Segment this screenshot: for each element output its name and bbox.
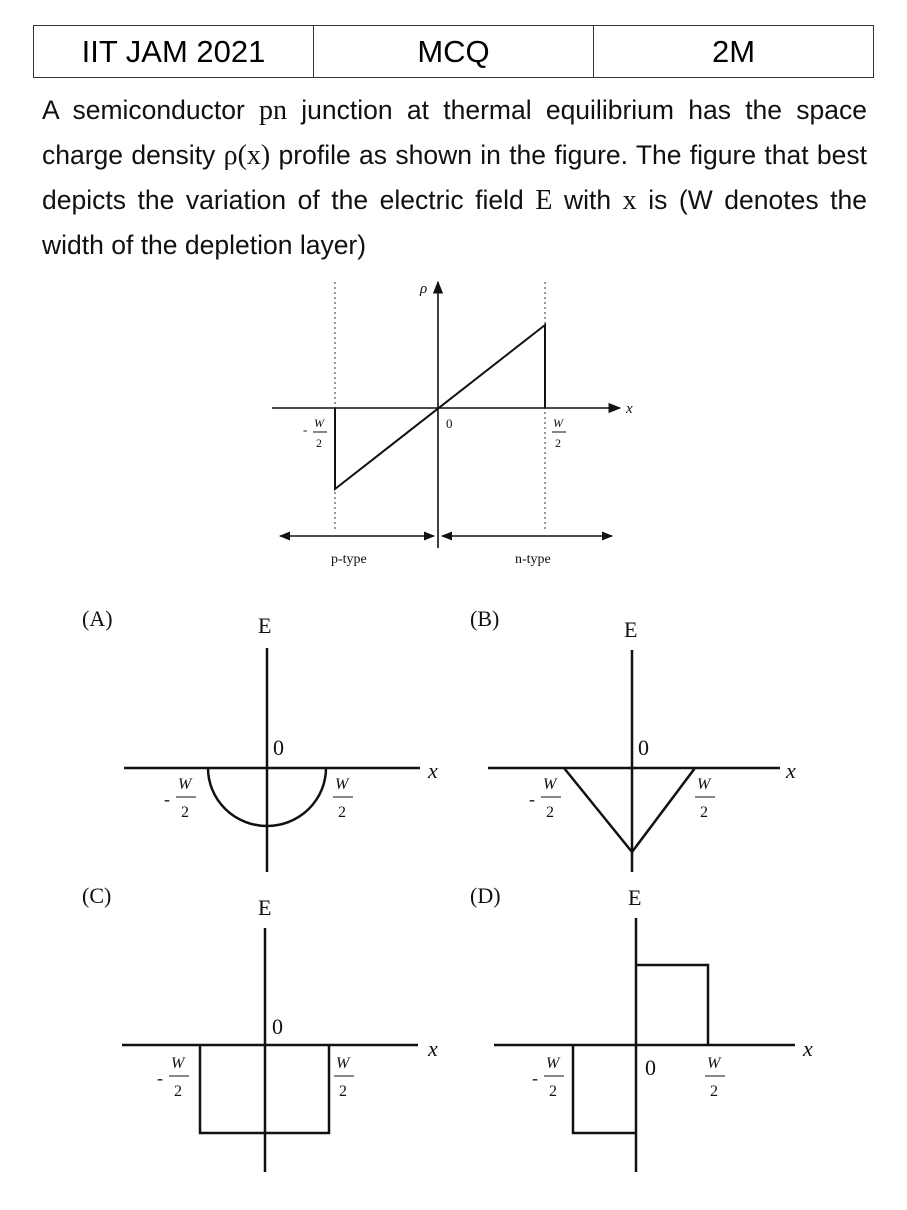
x-axis-label: x	[625, 401, 633, 417]
rho-axis-label: ρ	[419, 281, 427, 297]
header-table: IIT JAM 2021 MCQ 2M	[33, 25, 874, 78]
math-rho-x: ρ(x)	[223, 140, 271, 171]
option-a-left-two: 2	[181, 804, 189, 821]
option-a-left-w: W	[178, 776, 193, 793]
question-text-part: is (W denotes the width of the depletion…	[42, 185, 867, 260]
option-c-e-label: E	[258, 895, 271, 920]
option-b-origin-label: 0	[638, 735, 649, 760]
option-d-left-w: W	[546, 1055, 561, 1072]
right-two-label: 2	[555, 436, 561, 450]
option-d-e-label: E	[628, 885, 641, 910]
option-a-right-w: W	[335, 776, 350, 793]
option-d-x-label: x	[802, 1036, 813, 1061]
option-a-label: (A)	[82, 606, 113, 631]
option-c-left-two: 2	[174, 1083, 182, 1100]
option-d-upper-step	[636, 963, 710, 1045]
option-a-minus-sign: -	[164, 789, 170, 809]
option-c-right-w: W	[336, 1055, 351, 1072]
option-c-left-w: W	[171, 1055, 186, 1072]
option-b-right-two: 2	[700, 804, 708, 821]
option-d-left-two: 2	[549, 1083, 557, 1100]
option-a-right-two: 2	[338, 804, 346, 821]
question-text-part: junction at thermal equilibrium has the …	[42, 95, 867, 170]
option-a-x-label: x	[427, 758, 438, 783]
p-type-label: p-type	[331, 552, 367, 567]
space-charge-figure: ρ x 0 - W 2 W 2 p-type n-type	[272, 280, 633, 567]
option-b-minus-sign: -	[529, 789, 535, 809]
option-a-semicircle-curve	[206, 767, 328, 828]
math-e: E	[535, 185, 553, 216]
right-w-label: W	[553, 416, 564, 430]
option-a-e-label: E	[258, 613, 271, 638]
option-b-x-label: x	[785, 758, 796, 783]
option-d-lower-step	[571, 1045, 636, 1135]
left-two-label: 2	[316, 436, 322, 450]
option-b-left-two: 2	[546, 804, 554, 821]
math-x: x	[622, 185, 637, 216]
marks-cell: 2M	[711, 33, 756, 69]
option-b-e-label: E	[624, 617, 637, 642]
option-b-right-w: W	[697, 776, 712, 793]
option-d-right-w: W	[707, 1055, 722, 1072]
option-c-rectangle-curve	[198, 1045, 331, 1135]
option-a-origin-label: 0	[273, 735, 284, 760]
option-b-triangle-curve	[563, 767, 696, 855]
math-pn: pn	[259, 95, 288, 126]
exam-name-cell: IIT JAM 2021	[34, 26, 314, 77]
charge-density-profile	[334, 322, 546, 492]
option-c-minus-sign: -	[157, 1068, 163, 1088]
question-text-part: with	[552, 185, 623, 215]
question-text-part: A semiconductor	[42, 95, 260, 125]
question-text: A semiconductor pn junction at thermal e…	[42, 88, 867, 267]
option-d-minus-sign: -	[532, 1068, 538, 1088]
option-c-x-label: x	[427, 1036, 438, 1061]
origin-label: 0	[446, 416, 453, 431]
question-text-part: profile as shown in the figure. The figu…	[42, 140, 867, 215]
option-b-left-w: W	[543, 776, 558, 793]
option-c-label: (C)	[82, 883, 111, 908]
left-w-label: W	[314, 416, 325, 430]
option-b-label: (B)	[470, 606, 499, 631]
n-type-label: n-type	[515, 552, 551, 567]
option-d-right-two: 2	[710, 1083, 718, 1100]
question-type-cell: MCQ	[314, 26, 594, 77]
left-minus-sign: -	[303, 422, 307, 437]
option-d-origin-label: 0	[645, 1055, 656, 1080]
option-c-right-two: 2	[339, 1083, 347, 1100]
option-c-origin-label: 0	[272, 1014, 283, 1039]
option-d-label: (D)	[470, 883, 501, 908]
